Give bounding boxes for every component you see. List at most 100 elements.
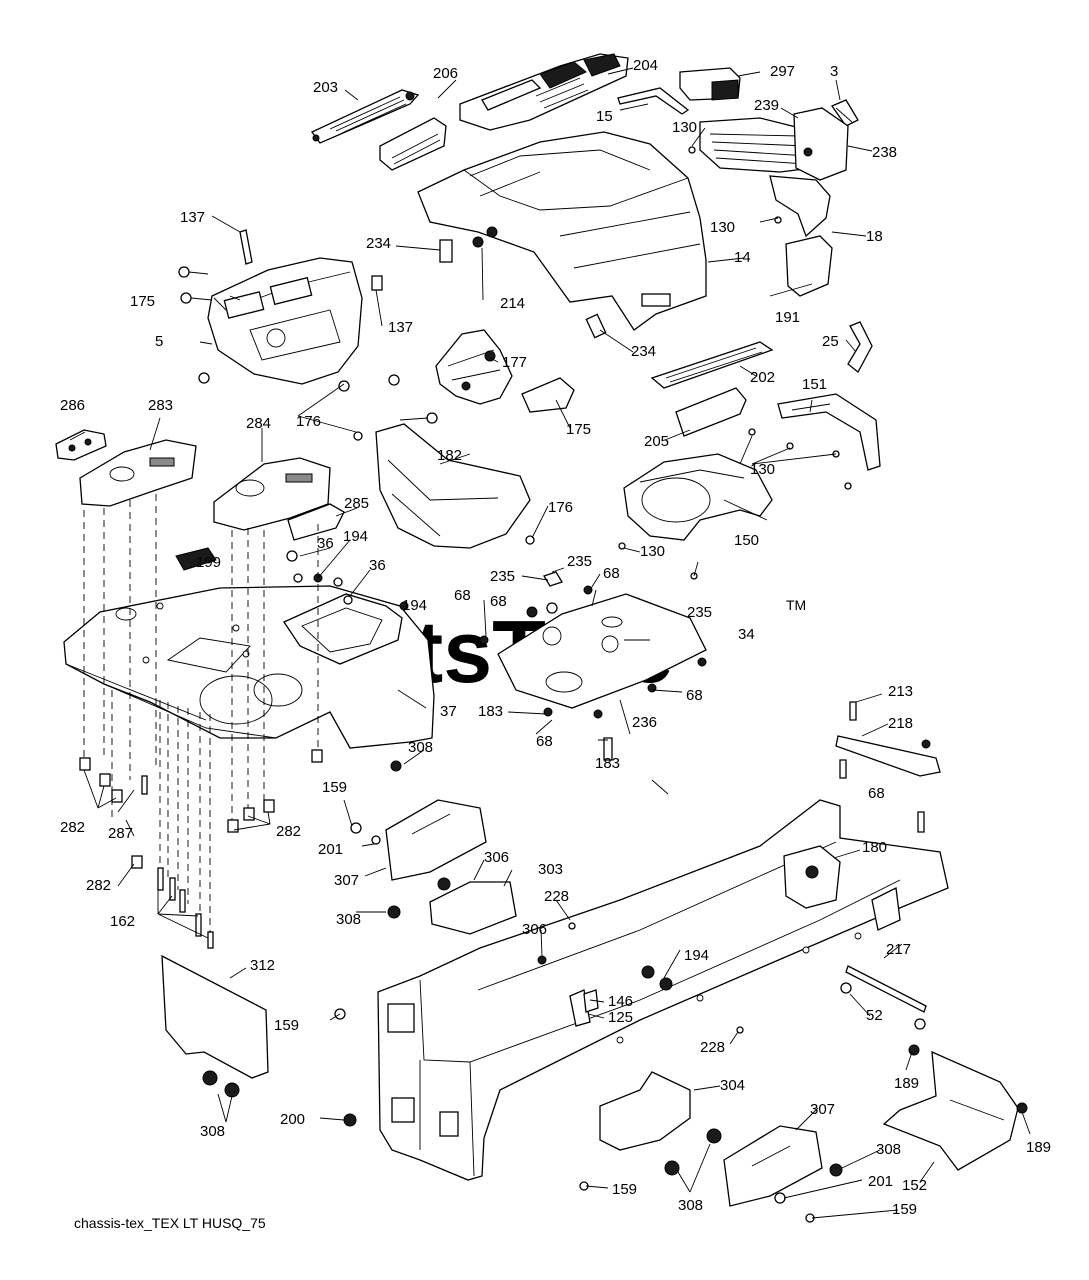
callout-125: 125 <box>608 1009 633 1026</box>
callout-189-a: 189 <box>894 1075 919 1092</box>
callout-176-a: 176 <box>296 413 321 430</box>
part-234-clip-a <box>439 239 453 263</box>
callout-235-b: 235 <box>490 568 515 585</box>
part-191-foam <box>785 235 833 297</box>
callout-159-d: 159 <box>892 1201 917 1218</box>
part-200-plug <box>343 1113 357 1127</box>
part-5-dash <box>207 257 363 385</box>
part-194-nuts <box>537 922 744 1034</box>
callout-303: 303 <box>538 861 563 878</box>
callout-235-c: 235 <box>687 604 712 621</box>
callout-206: 206 <box>433 65 458 82</box>
part-218-bracket <box>835 701 941 833</box>
callout-189-b: 189 <box>1026 1139 1051 1156</box>
callout-236: 236 <box>632 714 657 731</box>
part-152-plate <box>882 1044 1028 1171</box>
callout-282-b: 282 <box>276 823 301 840</box>
part-151-bracket <box>777 393 881 471</box>
callout-312: 312 <box>250 957 275 974</box>
callout-205: 205 <box>644 433 669 450</box>
part-18-bumper <box>769 175 831 238</box>
callout-183-a: 183 <box>478 703 503 720</box>
callout-308-a: 308 <box>408 739 433 756</box>
part-282-clips <box>79 494 323 949</box>
callout-labels: 203 206 204 297 3 15 239 130 238 130 18 … <box>60 57 1051 1218</box>
part-182-lower-dash <box>375 423 531 549</box>
callout-3: 3 <box>830 63 838 80</box>
callout-152: 152 <box>902 1177 927 1194</box>
callout-68-f: 68 <box>868 785 885 802</box>
callout-68-b: 68 <box>454 587 471 604</box>
part-177-bracket <box>435 329 513 405</box>
part-202-grille <box>650 341 774 389</box>
part-234-clip-b <box>585 313 607 339</box>
callout-201-b: 201 <box>868 1173 893 1190</box>
part-312-panel <box>161 954 269 1098</box>
callout-308-d: 308 <box>200 1123 225 1140</box>
callout-204: 204 <box>633 57 658 74</box>
callout-218: 218 <box>888 715 913 732</box>
callout-130-a: 130 <box>672 119 697 136</box>
callout-308-b: 308 <box>336 911 361 928</box>
part-203-vent <box>311 89 420 144</box>
part-3-emblem <box>831 99 859 127</box>
part-14-hood <box>417 131 707 331</box>
callout-304: 304 <box>720 1077 745 1094</box>
callout-201-a: 201 <box>318 841 343 858</box>
callout-308-e: 308 <box>678 1197 703 1214</box>
callout-307-b: 307 <box>810 1101 835 1118</box>
part-176-fasteners <box>178 266 535 545</box>
callout-284: 284 <box>246 415 271 432</box>
diagram-caption: chassis-tex_TEX LT HUSQ_75 <box>74 1215 266 1231</box>
part-frame <box>377 799 949 1181</box>
callout-159-a: 159 <box>322 779 347 796</box>
part-15-trim <box>617 87 690 115</box>
part-199-decal <box>175 547 217 571</box>
callout-234-a: 234 <box>366 235 391 252</box>
part-204-grille <box>459 53 629 131</box>
callout-194-b: 194 <box>402 597 427 614</box>
part-34-plate <box>497 593 707 709</box>
callout-34: 34 <box>738 626 755 643</box>
part-217-rod <box>840 965 927 1030</box>
callout-308-c: 308 <box>876 1141 901 1158</box>
callout-239: 239 <box>754 97 779 114</box>
part-304-bracket <box>599 1071 722 1176</box>
callout-191: 191 <box>775 309 800 326</box>
callout-130-b: 130 <box>710 219 735 236</box>
part-194-seat-plate <box>283 593 403 665</box>
part-297-block <box>679 67 741 101</box>
callout-287: 287 <box>108 825 133 842</box>
callout-282-c: 282 <box>86 877 111 894</box>
callout-297: 297 <box>770 63 795 80</box>
callout-306-b: 306 <box>522 921 547 938</box>
callout-177: 177 <box>502 354 527 371</box>
callout-175-b: 175 <box>566 421 591 438</box>
callout-228-b: 228 <box>700 1039 725 1056</box>
callout-234-b: 234 <box>631 343 656 360</box>
part-307-cover-upper <box>350 760 487 881</box>
part-150-shroud <box>623 453 773 541</box>
callout-68-c: 68 <box>490 593 507 610</box>
callout-199: 199 <box>196 554 221 571</box>
callout-68-e: 68 <box>536 733 553 750</box>
part-175-plate <box>521 377 575 413</box>
part-285-bezel <box>287 503 345 541</box>
callout-183-b: 183 <box>595 755 620 772</box>
callout-282-a: 282 <box>60 819 85 836</box>
callout-52: 52 <box>866 1007 883 1024</box>
part-303-bracket <box>387 877 517 935</box>
part-206-latch <box>379 117 447 171</box>
watermark-trademark: TM <box>786 597 806 613</box>
callout-159-c: 159 <box>612 1181 637 1198</box>
callout-146: 146 <box>608 993 633 1010</box>
callout-283: 283 <box>148 397 173 414</box>
callout-176-b: 176 <box>548 499 573 516</box>
callout-286: 286 <box>60 397 85 414</box>
part-286-knob <box>55 429 107 461</box>
callout-213: 213 <box>888 683 913 700</box>
callout-217: 217 <box>886 941 911 958</box>
callout-180: 180 <box>862 839 887 856</box>
callout-18: 18 <box>866 228 883 245</box>
part-284-fender-cover <box>213 457 331 531</box>
